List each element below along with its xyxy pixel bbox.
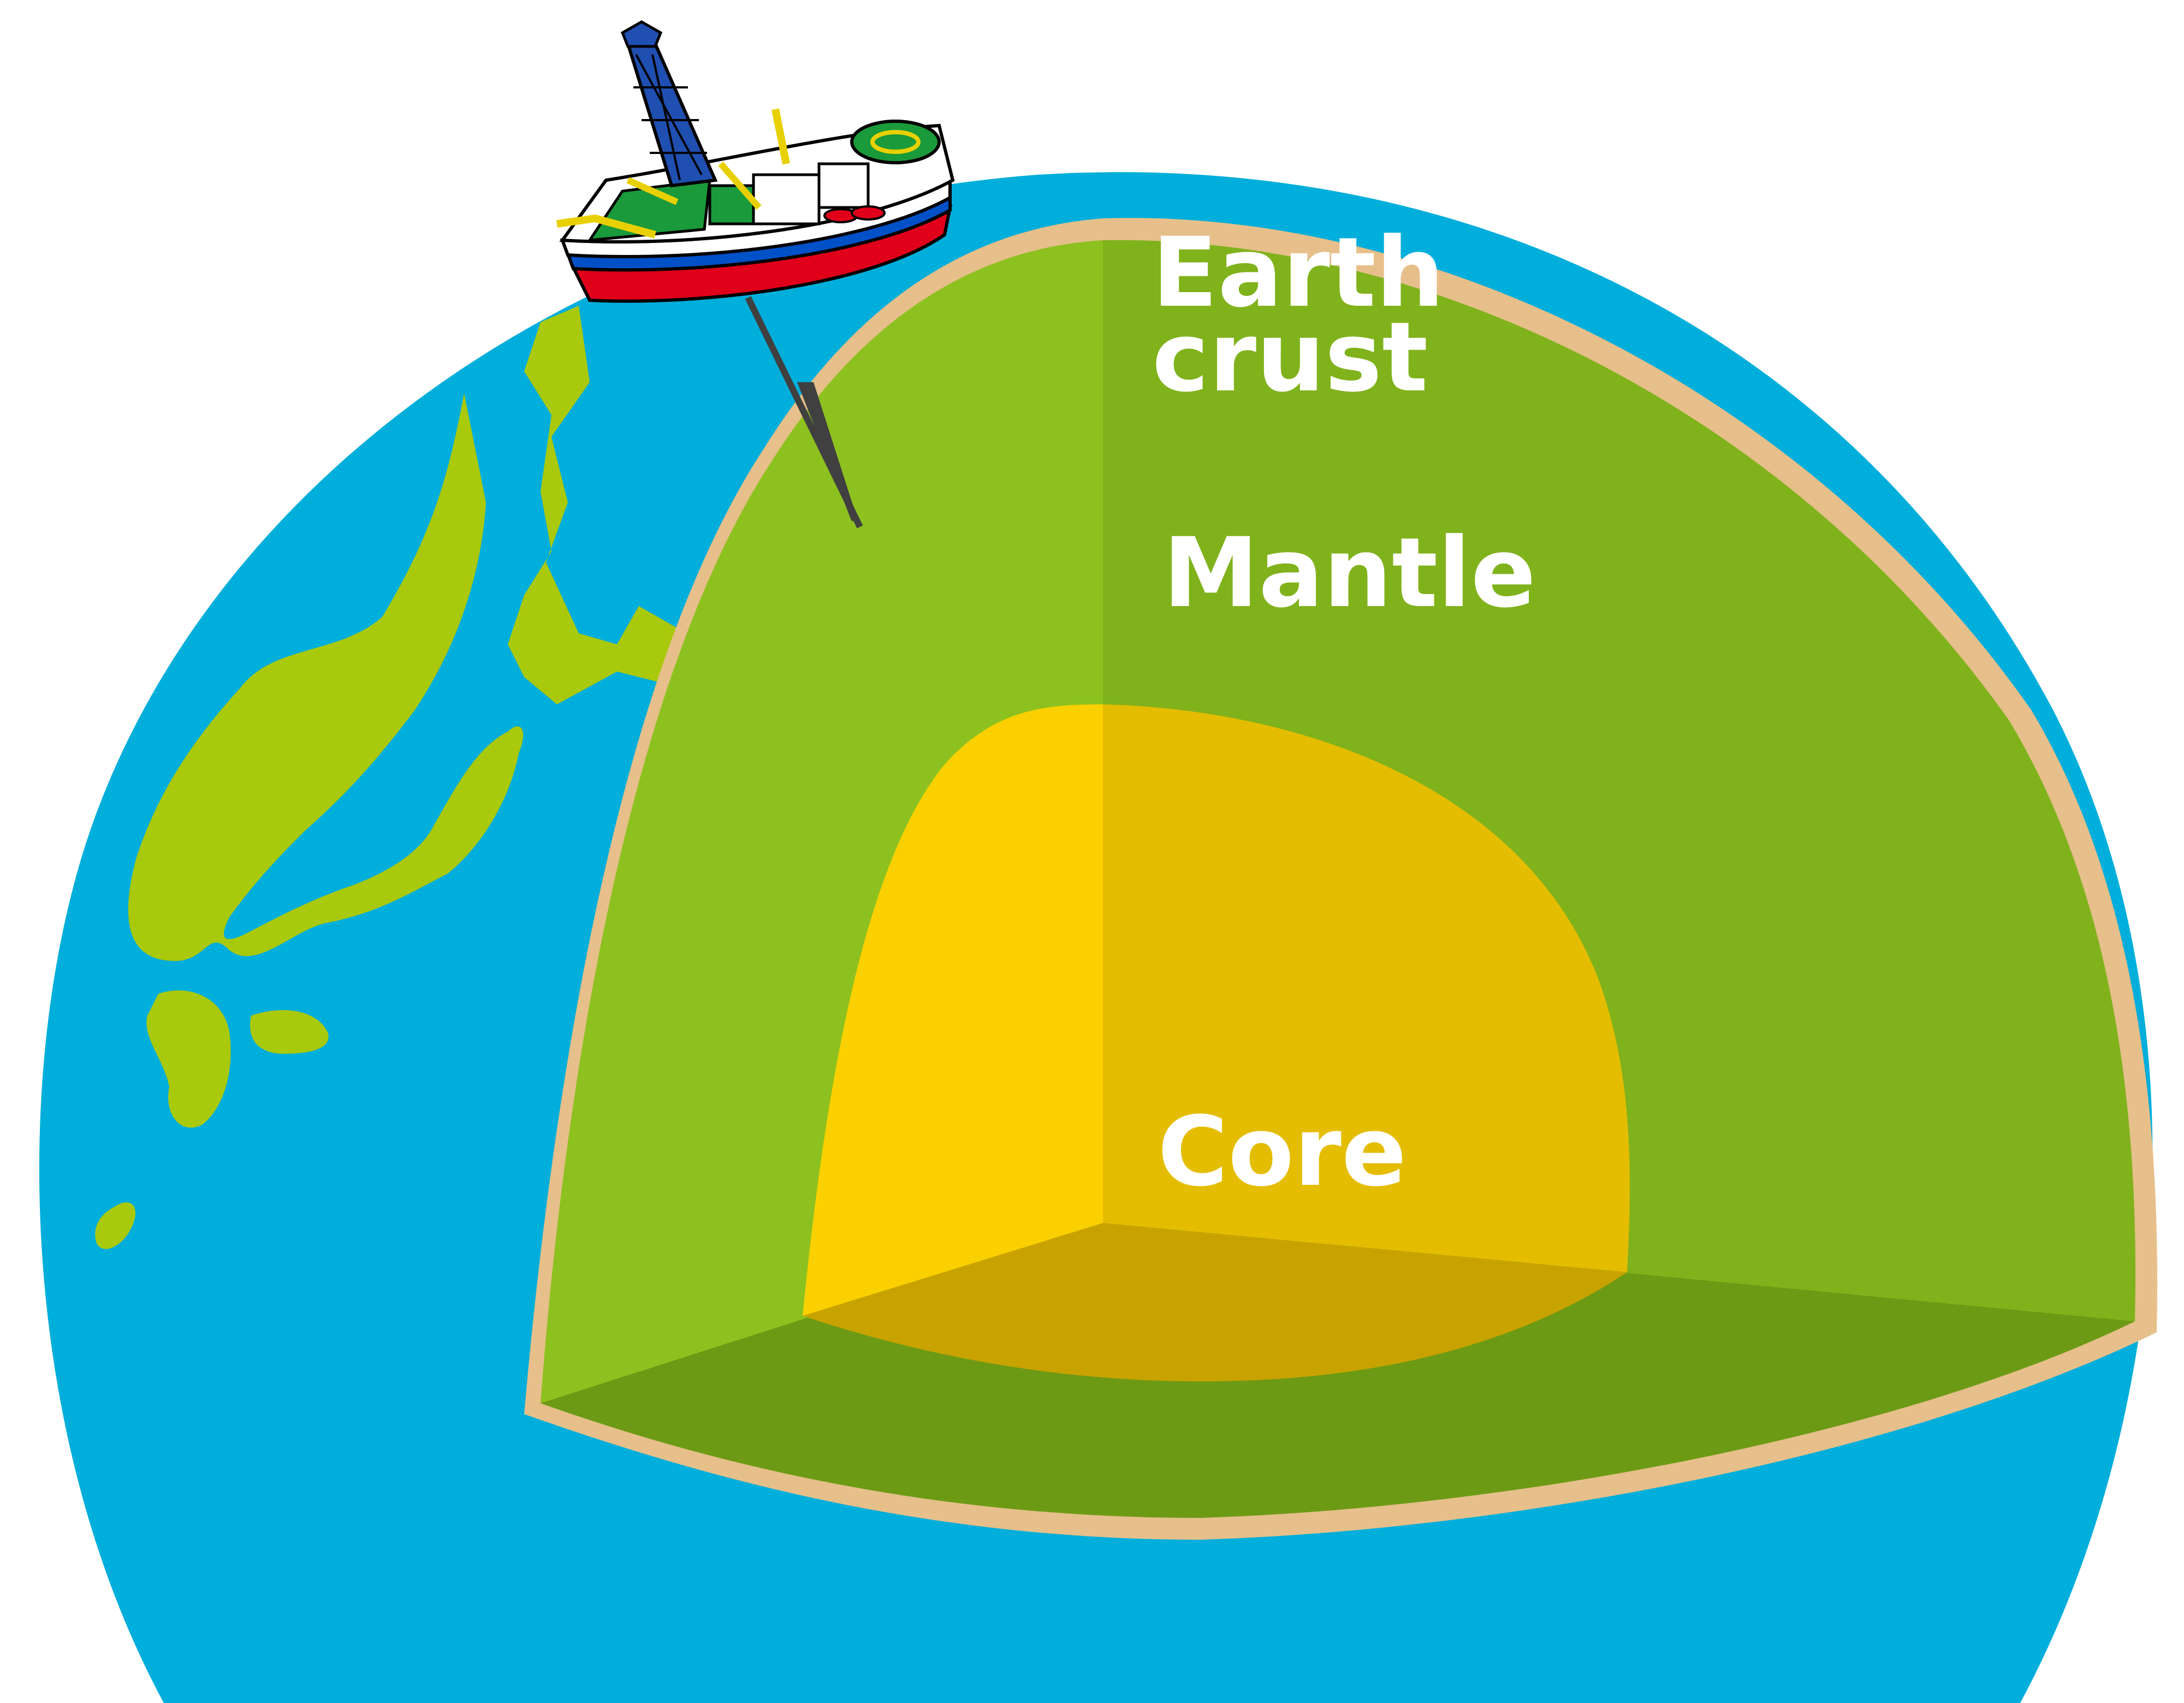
small-island-land (95, 1202, 136, 1249)
crust-label-line1: Earth (1152, 217, 1444, 329)
drill-pipe-icon (745, 296, 863, 529)
shikoku-land (250, 1010, 329, 1054)
kyushu-land (146, 990, 231, 1128)
core-right-wall (1103, 704, 1630, 1272)
crust-label-line2: crust (1152, 301, 1428, 413)
mantle-label: Mantle (1163, 517, 1536, 629)
core-label: Core (1158, 1096, 1406, 1208)
drilling-ship-icon (556, 20, 955, 303)
core-floor (803, 1223, 1627, 1381)
japan-landmass (95, 306, 677, 1249)
hokkaido-land (508, 306, 677, 704)
core-left-wall (803, 704, 1103, 1316)
honshu-land (128, 393, 524, 961)
